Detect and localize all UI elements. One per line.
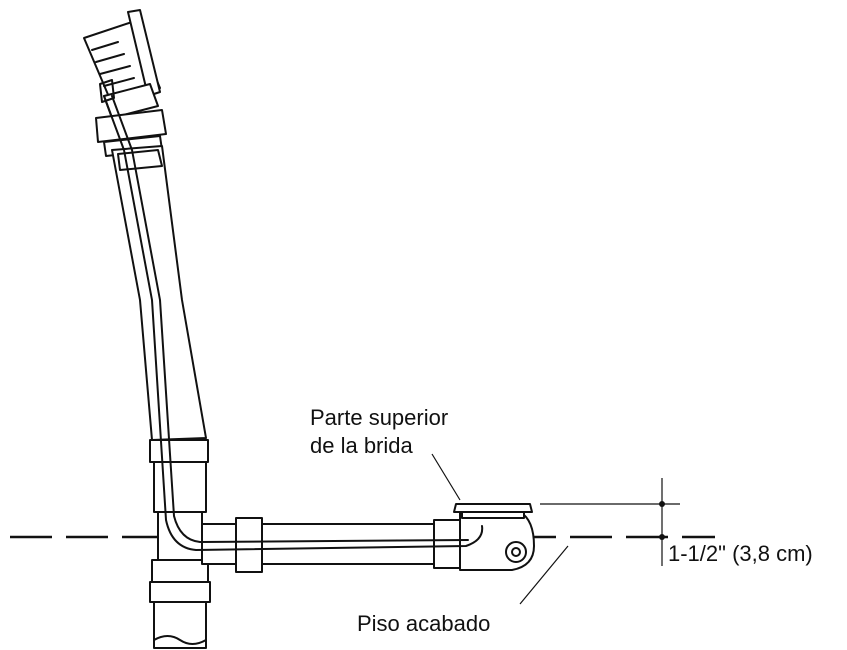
dimension-label: 1-1/2" (3,8 cm) [668, 541, 813, 566]
shoe-pipe [201, 511, 535, 573]
overflow-assembly [83, 9, 167, 157]
flange-top-label-line2: de la brida [310, 433, 413, 458]
drain-flange [453, 503, 533, 519]
floor-leader-line [519, 545, 569, 605]
flange-top-label-line1: Parte superior [310, 405, 449, 430]
waste-pipe [149, 439, 211, 649]
dimension-marker [540, 478, 680, 566]
finished-floor-label: Piso acabado [357, 611, 491, 636]
flange-leader-line [431, 453, 461, 501]
linkage-cable [103, 95, 484, 551]
flange-top-label: Parte superior de la brida [310, 404, 448, 460]
